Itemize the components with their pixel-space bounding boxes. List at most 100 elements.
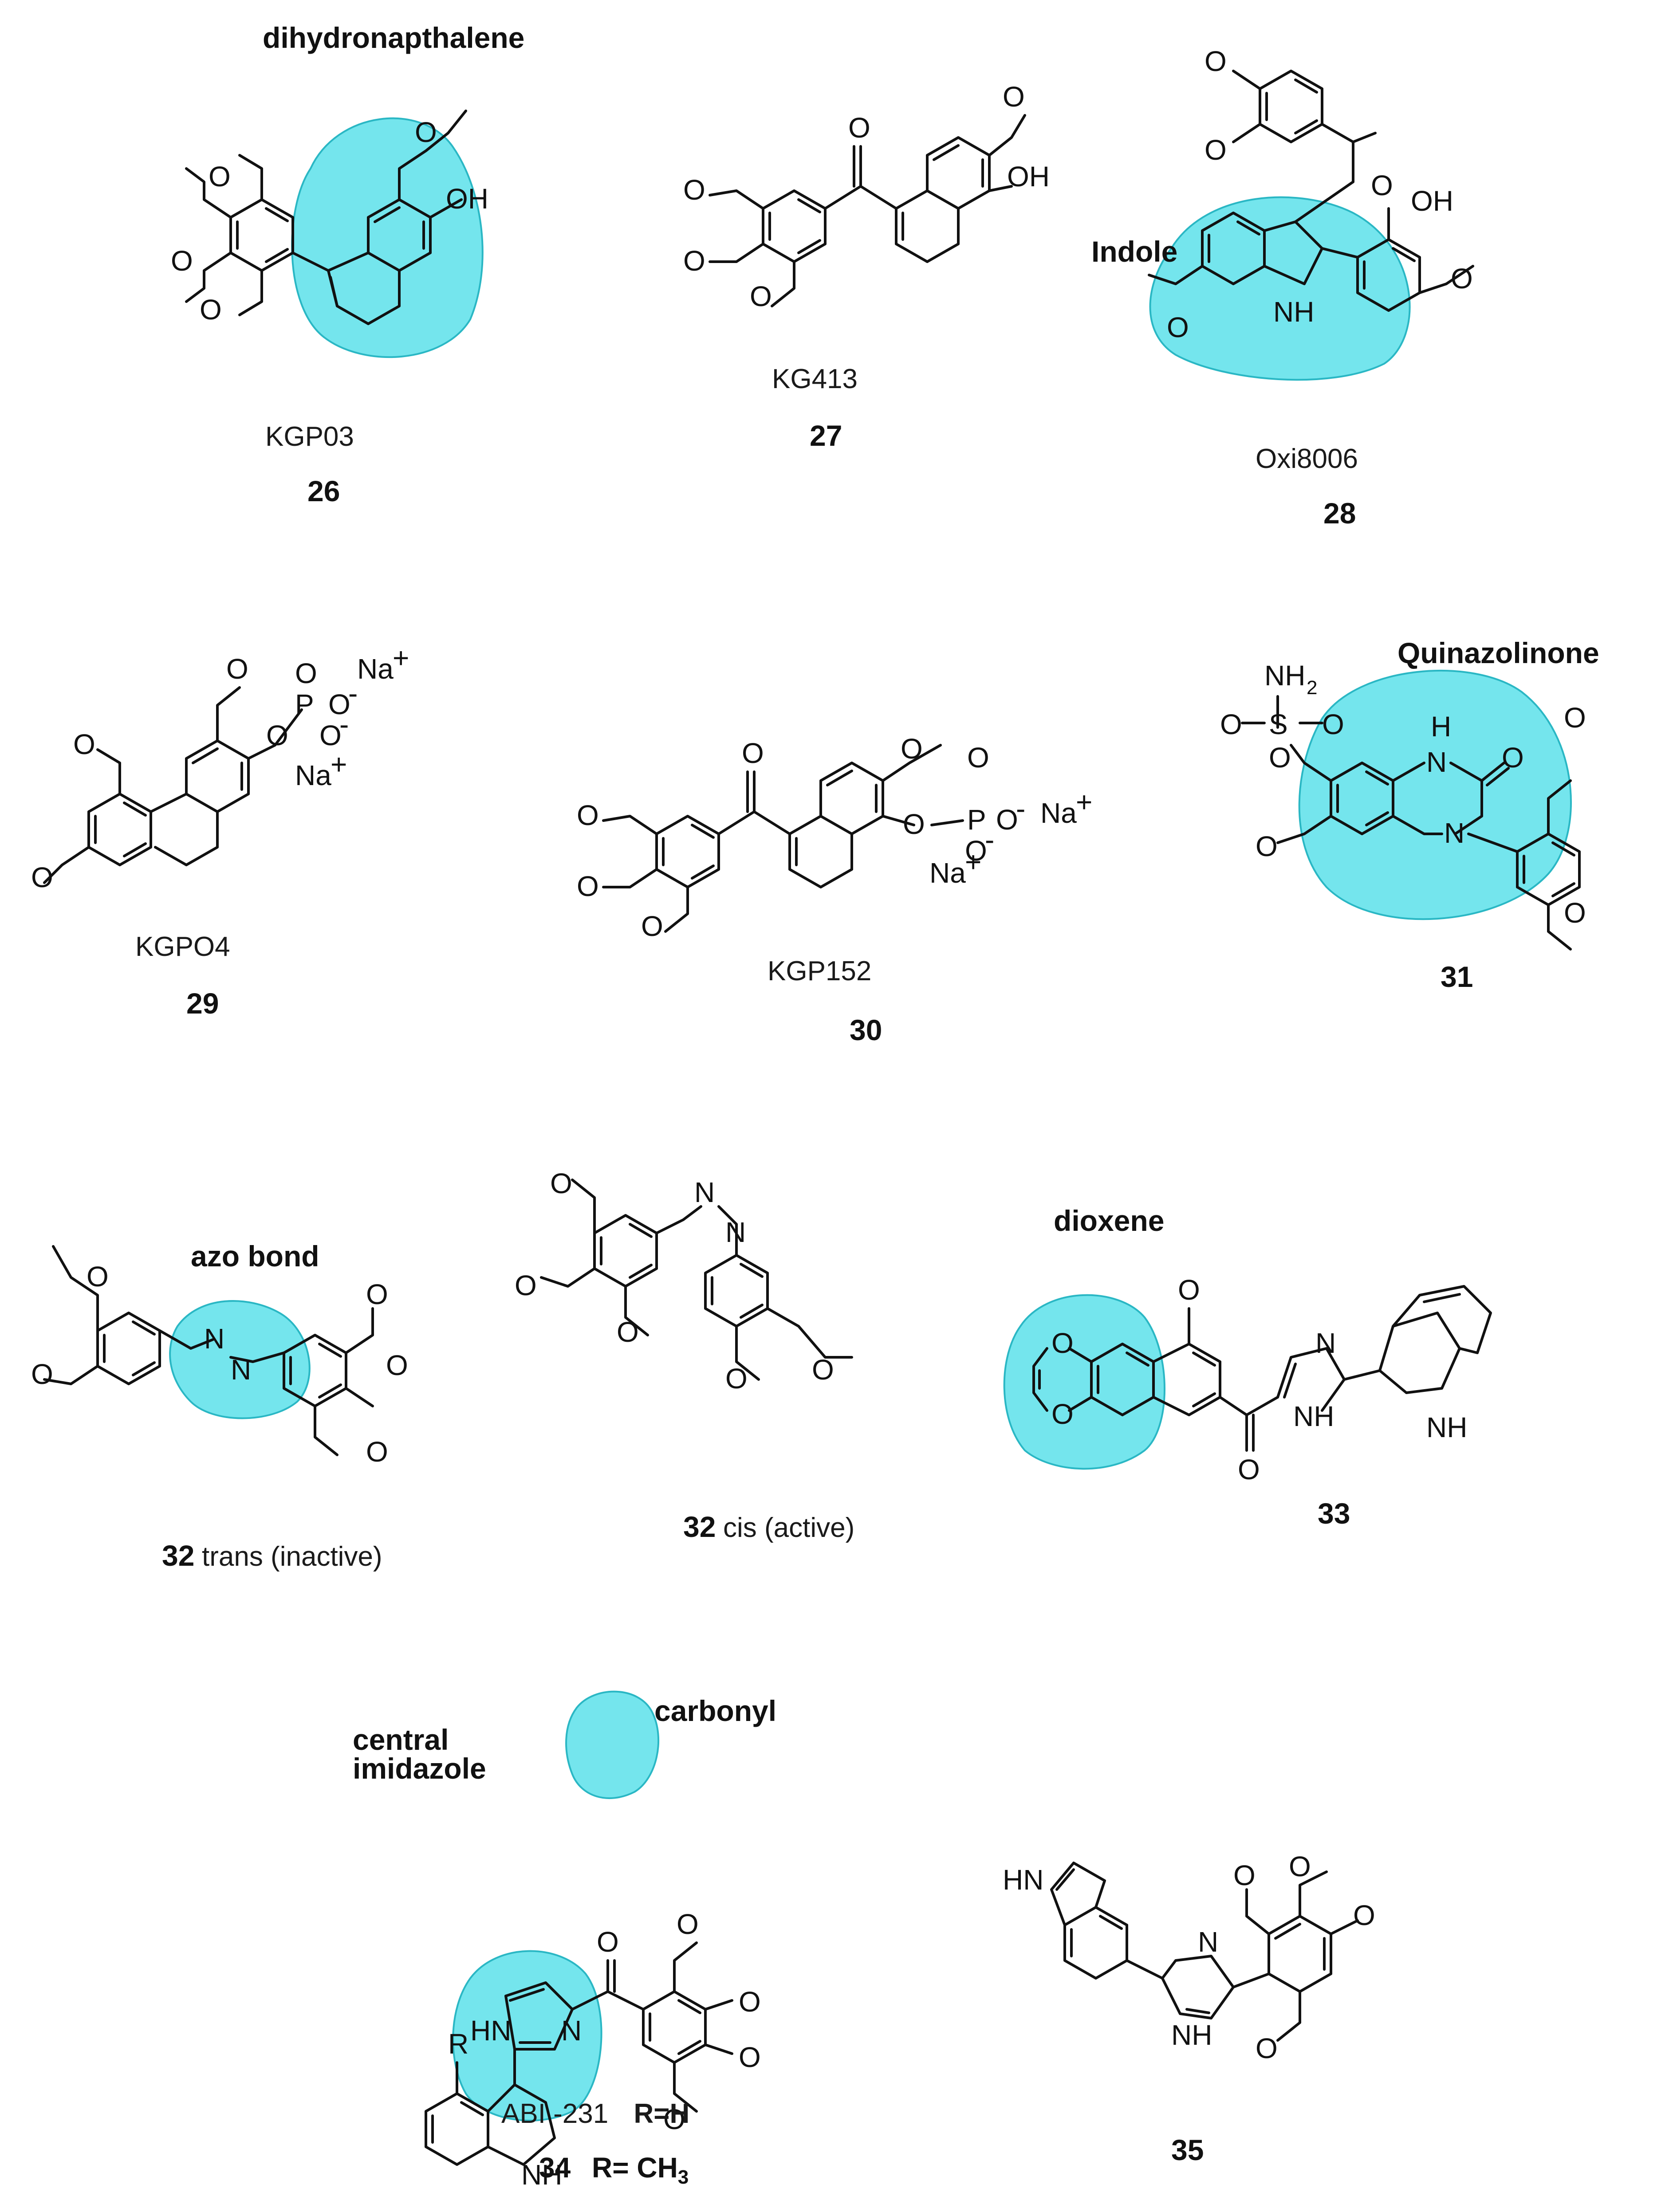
atom-o: O: [597, 1926, 619, 1958]
atom-o: O: [641, 910, 663, 942]
compound-34-r-h: R=H: [634, 2098, 690, 2129]
atom-o: O: [415, 116, 437, 148]
atom-o: O: [663, 2103, 685, 2135]
atom-o: O: [683, 245, 705, 277]
atom-o: O: [683, 174, 705, 206]
atom-nh: NH: [1426, 1411, 1467, 1443]
compound-33-number: 33: [1318, 1497, 1350, 1530]
atom-na: Na: [295, 759, 331, 791]
compound-34-r-me-subscript: 3: [677, 2166, 689, 2188]
charge-plus: +: [331, 748, 347, 780]
atom-o: O: [1178, 1274, 1200, 1306]
atom-hn: HN: [1003, 1864, 1043, 1896]
compound-31-structure: [1241, 695, 1581, 951]
atom-o: O: [1233, 1859, 1256, 1891]
atom-o: O: [1269, 742, 1291, 774]
atom-o: O: [31, 1358, 53, 1390]
compound-30-name: KGP152: [768, 956, 871, 986]
compound-27-number: 27: [810, 419, 842, 452]
atom-o: O: [366, 1278, 388, 1310]
label-quinazolinone: Quinazolinone: [1397, 636, 1599, 669]
compound-31-number: 31: [1441, 960, 1473, 993]
atom-o: O: [750, 280, 772, 312]
atom-n: N: [231, 1354, 251, 1386]
compound-29-structure: [43, 686, 303, 884]
atom-o: O: [515, 1269, 537, 1301]
atom-o: O: [577, 799, 599, 831]
atom-o: O: [1564, 897, 1586, 929]
compound-34-caption-2: 34 R= CH3: [539, 2151, 689, 2188]
highlight-carbonyl: [565, 1690, 660, 1799]
compound-27-name: KG413: [772, 364, 858, 394]
compound-34-caption: ABI -231 R=H: [501, 2098, 689, 2129]
atom-o: O: [226, 653, 248, 685]
label-dioxene: dioxene: [1054, 1204, 1164, 1237]
atom-o: O: [903, 808, 925, 840]
atom-o: O: [1003, 81, 1025, 113]
atom-o: O: [1564, 702, 1586, 734]
atom-o: O: [1371, 169, 1393, 201]
charge-minus: -: [985, 824, 994, 856]
charge-plus: +: [1076, 786, 1092, 818]
atom-o: O: [200, 294, 222, 326]
compound-35-structure: [1050, 1862, 1359, 2042]
atom-n: N: [1198, 1926, 1218, 1958]
atom-o: O: [73, 728, 95, 760]
atom-o: O: [1289, 1851, 1311, 1882]
atom-o: O: [742, 737, 764, 769]
highlight-dioxene: [1003, 1294, 1165, 1470]
atom-r: R: [448, 2028, 468, 2060]
label-indole: Indole: [1091, 235, 1177, 268]
compound-26-structure: [185, 110, 467, 325]
atom-na: Na: [357, 653, 394, 685]
atom-nh: NH: [1171, 2019, 1212, 2051]
atom-o: O: [1167, 311, 1189, 343]
compound-32-trans-structure: [43, 1245, 374, 1456]
atom-o: O: [1256, 830, 1278, 862]
atom-o: O: [1205, 134, 1227, 166]
compound-30-structure: [602, 744, 964, 933]
label-carbonyl: carbonyl: [654, 1694, 776, 1727]
atom-n: N: [561, 2015, 582, 2047]
atom-o: O: [617, 1316, 639, 1348]
atom-o: O: [967, 742, 989, 774]
atom-h: H: [1431, 711, 1451, 743]
atom-o: O: [1205, 45, 1227, 77]
charge-minus: -: [348, 677, 358, 709]
atom-hn: HN: [470, 2015, 511, 2047]
atom-o: O: [31, 861, 53, 893]
atom-o: O: [577, 870, 599, 902]
atom-o: O: [1238, 1454, 1260, 1485]
compound-30-number: 30: [850, 1014, 882, 1046]
label-central: central: [353, 1723, 449, 1756]
compound-29-number: 29: [186, 987, 219, 1020]
atom-o: O: [1451, 263, 1473, 295]
atom-o: O: [1220, 708, 1242, 740]
highlight-central-imidazole: [452, 1950, 602, 2122]
compound-28-name: Oxi8006: [1256, 444, 1358, 474]
compound-26-name: KGP03: [265, 421, 354, 452]
atom-o: O: [901, 733, 923, 765]
highlight-dihydronaphthalene: [291, 117, 484, 358]
label-imidazole: imidazole: [353, 1752, 486, 1785]
atom-o: O: [386, 1349, 408, 1381]
highlight-indole: [1149, 196, 1411, 381]
atom-o: O: [1256, 2032, 1278, 2064]
atom-nh: NH: [1273, 296, 1314, 328]
atom-s: S: [1269, 708, 1288, 740]
atom-p: P: [967, 804, 986, 836]
compound-32-cis-label: cis (active): [723, 1513, 854, 1543]
compound-27-structure: [709, 114, 1026, 307]
atom-o: O: [1502, 742, 1524, 774]
compound-26-number: 26: [307, 475, 340, 507]
atom-n: N: [694, 1176, 715, 1208]
compound-34-name-text: ABI -231: [501, 2098, 609, 2129]
atom-o: O: [812, 1354, 834, 1386]
atom-nh2-subscript: 2: [1307, 677, 1317, 699]
compound-28-structure: [1148, 70, 1474, 312]
atom-o: O: [550, 1167, 572, 1199]
compound-34-structure: [425, 1941, 733, 2166]
charge-plus: +: [393, 642, 409, 674]
atom-o: O: [209, 161, 231, 193]
